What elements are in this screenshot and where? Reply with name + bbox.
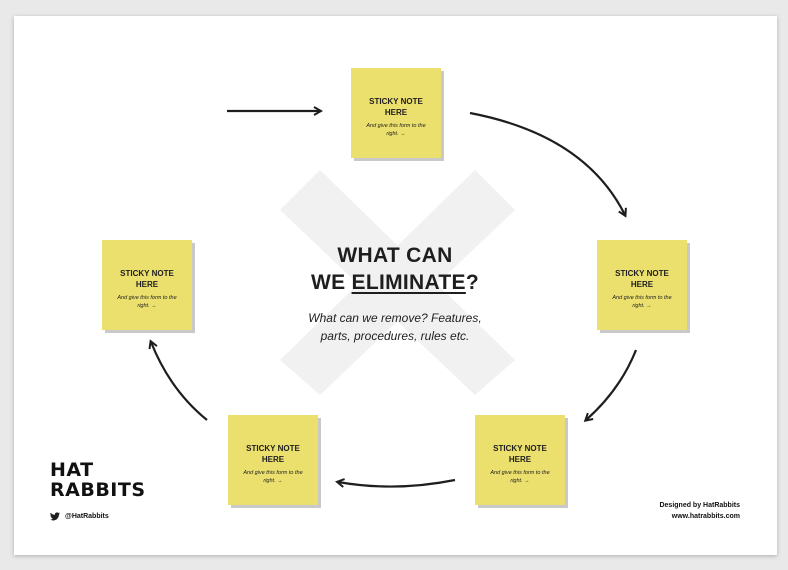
twitter-bird-icon — [50, 512, 60, 521]
center-heading: WHAT CAN WE ELIMINATE? — [310, 244, 479, 294]
arrow-top-to-right — [469, 111, 625, 215]
designed-by-text: Designed by HatRabbits — [659, 502, 740, 509]
sticky-note-subtitle: And give this form to the right. → — [117, 295, 177, 309]
eliminate-word: ELIMINATE — [351, 271, 466, 294]
arrow-right-to-bottom-right — [586, 349, 638, 420]
credits: Designed by HatRabbits www.hatrabbits.co… — [659, 500, 740, 522]
twitter-handle[interactable]: @HatRabbits — [50, 512, 109, 521]
center-subheading: What can we remove? Features, parts, pro… — [308, 311, 482, 343]
arrow-bottom-right-to-bottom-left — [338, 480, 456, 487]
sticky-note-subtitle: And give this form to the right. → — [366, 123, 426, 137]
twitter-handle-text: @HatRabbits — [65, 513, 109, 520]
hatrabbits-logo: HAT RABBITS — [50, 459, 146, 501]
website-link[interactable]: www.hatrabbits.com — [671, 513, 740, 520]
sticky-note-subtitle: And give this form to the right. → — [612, 295, 672, 309]
arrow-bottom-left-to-left — [151, 342, 208, 421]
sticky-note-subtitle: And give this form to the right. → — [243, 470, 303, 484]
sticky-note-subtitle: And give this form to the right. → — [490, 470, 550, 484]
